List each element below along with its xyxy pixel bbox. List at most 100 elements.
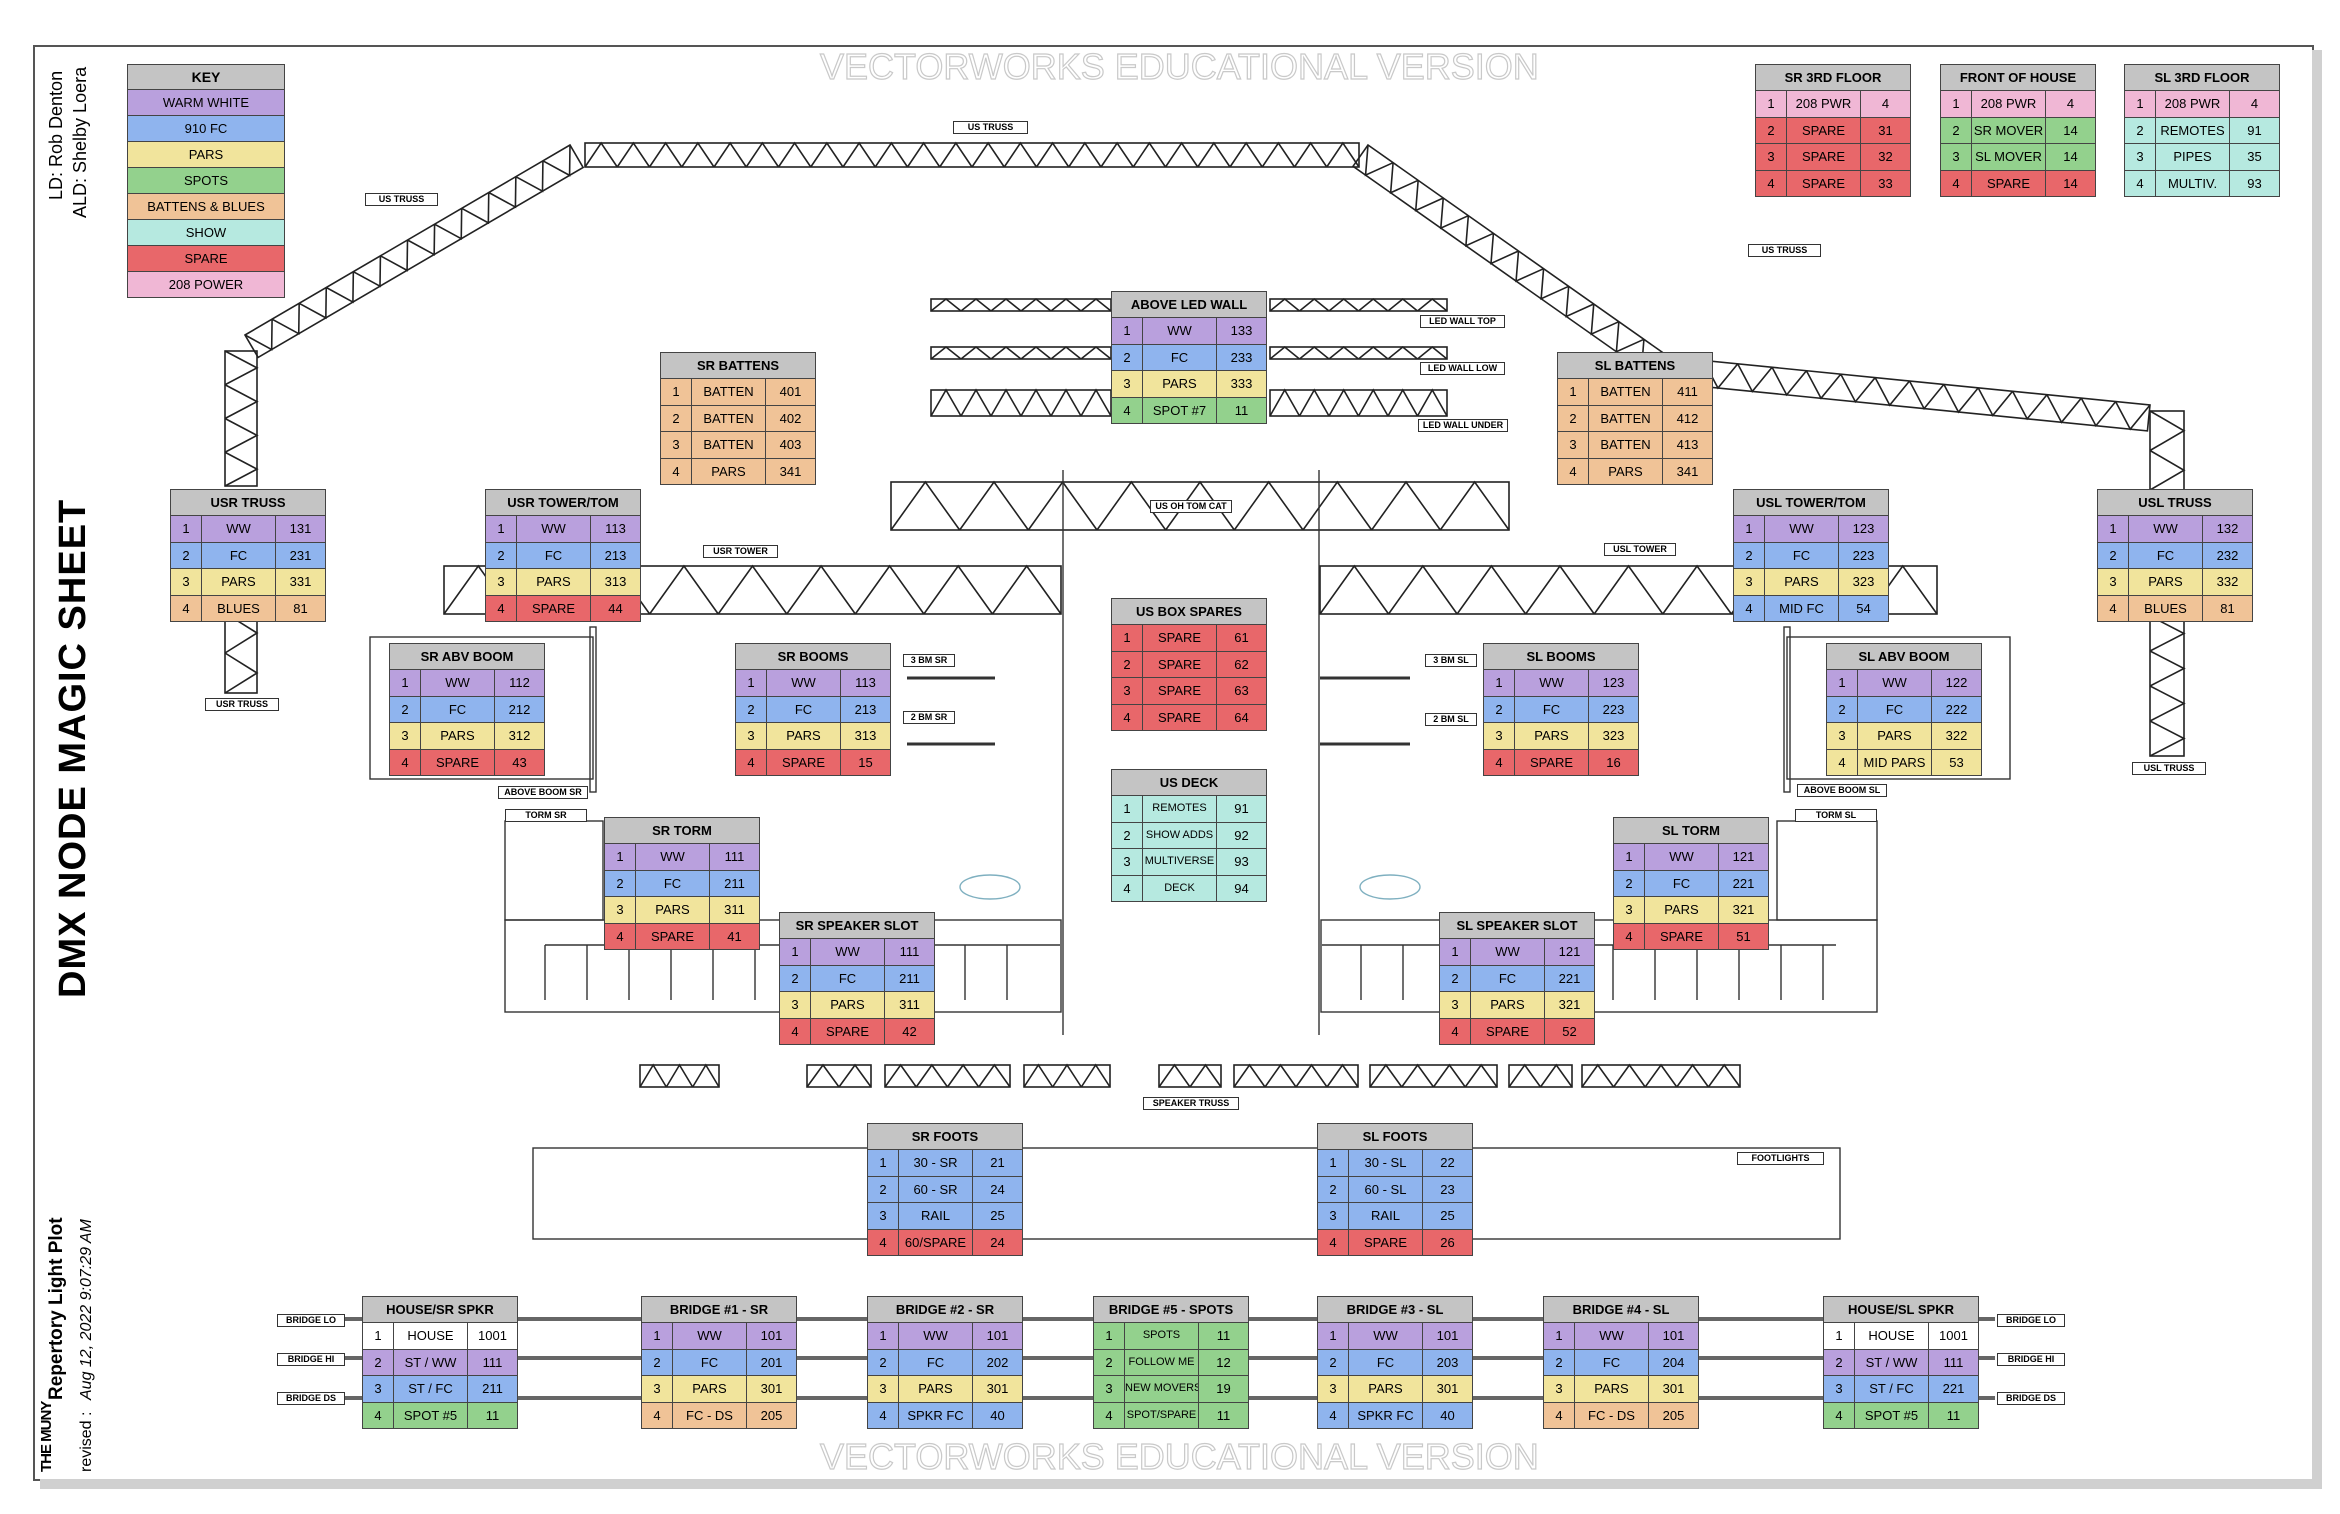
universe-number: 301 — [760, 1381, 783, 1396]
universe-number: 93 — [2247, 175, 2262, 191]
port-label: FC — [1645, 870, 1719, 896]
node-table-title: USR TOWER/TOM — [486, 490, 640, 516]
node-table-title: SL 3RD FLOOR — [2125, 65, 2279, 91]
universe-number: 113 — [855, 675, 876, 690]
port-number: 4 — [363, 1402, 394, 1428]
port-number: 2 — [1318, 1349, 1349, 1375]
port-label: FC - DS — [1575, 1402, 1649, 1428]
us-truss-right-end — [1665, 356, 2151, 432]
port-number: 2 — [1440, 965, 1471, 991]
universe-number: 313 — [854, 728, 877, 743]
port-number: 1 — [2098, 516, 2129, 542]
node-table-title: SL ABV BOOM — [1827, 644, 1981, 670]
port-number: 3 — [1318, 1203, 1349, 1229]
universe-number: 43 — [512, 754, 527, 770]
port-number: 1 — [2125, 91, 2156, 117]
port-number: 3 — [1756, 144, 1787, 170]
port-label: SPOT/SPARE — [1125, 1402, 1199, 1428]
port-number: 1 — [1318, 1323, 1349, 1349]
node-table-title: SR FOOTS — [868, 1124, 1022, 1150]
universe-number: 23 — [1440, 1181, 1455, 1197]
sr-torm-frame — [504, 820, 604, 921]
port-label: ST / FC — [394, 1376, 468, 1402]
node-table-title: USR TRUSS — [171, 490, 325, 516]
port-label: SPARE — [1645, 923, 1719, 949]
port-label: SPKR FC — [1349, 1402, 1423, 1428]
port-label: WW — [1515, 670, 1589, 696]
port-number: 4 — [661, 458, 692, 484]
port-label: WW — [1765, 516, 1839, 542]
universe-number: 12 — [1216, 1354, 1231, 1370]
3-bm-sr-label: 3 BM SR — [903, 654, 955, 667]
universe-number: 223 — [1602, 701, 1625, 717]
torm-sl-label: TORM SL — [1795, 809, 1877, 822]
port-number: 4 — [1734, 595, 1765, 621]
port-label: BATTEN — [1589, 432, 1663, 458]
port-label: PARS — [673, 1376, 747, 1402]
bridge-ds-label-left: BRIDGE DS — [277, 1392, 345, 1405]
node-table-title: FRONT OF HOUSE — [1941, 65, 2095, 91]
port-number: 1 — [1614, 844, 1645, 870]
universe-number: 211 — [899, 970, 920, 986]
port-label: PARS — [1515, 723, 1589, 749]
port-number: 3 — [486, 569, 517, 595]
node-table-title: BRIDGE #5 - SPOTS — [1094, 1297, 1248, 1323]
universe-number: 11 — [1216, 1407, 1231, 1423]
port-label: FC — [673, 1349, 747, 1375]
universe-number: 63 — [1234, 683, 1249, 698]
port-number: 1 — [1112, 318, 1143, 344]
universe-number: 212 — [508, 701, 531, 717]
port-number: 1 — [1440, 939, 1471, 965]
port-number: 2 — [390, 696, 421, 722]
universe-number: 54 — [1856, 600, 1871, 616]
universe-number: 333 — [1230, 376, 1253, 391]
sr-above-boom-post — [589, 626, 597, 793]
sl-above-boom-frame — [1786, 636, 2011, 780]
port-number: 3 — [642, 1376, 673, 1402]
port-label: ST / WW — [394, 1349, 468, 1375]
key-item: SHOW — [128, 220, 284, 246]
universe-number: 91 — [2247, 122, 2262, 138]
universe-number: 311 — [899, 997, 920, 1012]
speaker-truss-segment — [1369, 1063, 1498, 1088]
port-label: FC — [1858, 696, 1932, 722]
port-number: 2 — [1544, 1349, 1575, 1375]
port-number: 4 — [486, 595, 517, 621]
led-wall-under-truss-right — [1269, 388, 1448, 417]
port-number: 2 — [486, 542, 517, 568]
port-number: 1 — [1318, 1150, 1349, 1176]
led-wall-low-truss-left — [930, 345, 1112, 360]
universe-number: 132 — [2216, 521, 2239, 536]
